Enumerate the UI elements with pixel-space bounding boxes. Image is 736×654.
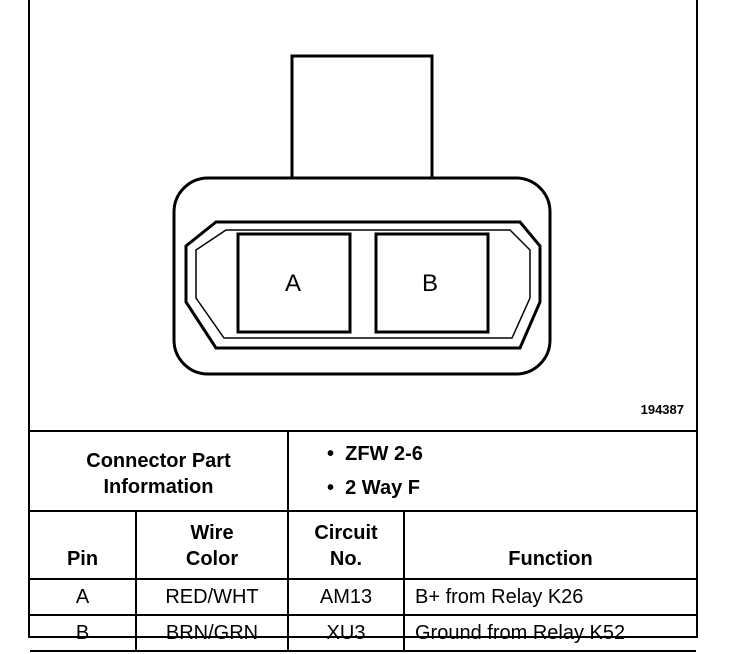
connector-diagram: A B 194387 — [30, 0, 696, 432]
header-pin: Pin — [30, 510, 137, 580]
pin-label-a: A — [285, 270, 302, 297]
cell-function: B+ from Relay K26 — [403, 578, 696, 616]
cell-pin: B — [30, 614, 137, 652]
table-header-row: Pin Wire Color Circuit No. Function — [30, 510, 696, 580]
header-function: Function — [403, 510, 696, 580]
pin-cavity-b — [374, 232, 490, 334]
pin-cavity-a — [236, 232, 352, 334]
cell-circuit: XU3 — [287, 614, 405, 652]
connector-sheet: A B 194387 Connector Part Information • … — [28, 0, 698, 652]
table-row: A RED/WHT AM13 B+ from Relay K26 — [30, 578, 696, 616]
cell-circuit: AM13 — [287, 578, 405, 616]
connector-drawing — [172, 54, 552, 376]
connector-info-row: Connector Part Information • ZFW 2-6 • 2… — [30, 430, 696, 512]
info-item: • ZFW 2-6 — [327, 443, 423, 465]
cell-pin: A — [30, 578, 137, 616]
connector-info-title: Connector Part Information — [30, 430, 289, 512]
latch-tab — [290, 54, 434, 182]
cell-wire-color: BRN/GRN — [135, 614, 289, 652]
info-item: • 2 Way F — [327, 477, 420, 499]
table-row: B BRN/GRN XU3 Ground from Relay K52 — [30, 614, 696, 652]
info-title-line1: Connector Part — [86, 450, 231, 472]
cell-function: Ground from Relay K52 — [403, 614, 696, 652]
figure-id: 194387 — [640, 402, 684, 417]
info-item-text: 2 Way F — [345, 477, 420, 499]
pinout-table: Connector Part Information • ZFW 2-6 • 2… — [30, 430, 696, 652]
pin-label-b: B — [422, 270, 439, 297]
connector-face-inner — [195, 229, 531, 339]
header-wire-color: Wire Color — [135, 510, 289, 580]
info-title-line2: Information — [103, 476, 214, 498]
info-item-text: ZFW 2-6 — [345, 443, 423, 465]
connector-info-list: • ZFW 2-6 • 2 Way F — [287, 430, 696, 512]
cell-wire-color: RED/WHT — [135, 578, 289, 616]
header-circuit: Circuit No. — [287, 510, 405, 580]
